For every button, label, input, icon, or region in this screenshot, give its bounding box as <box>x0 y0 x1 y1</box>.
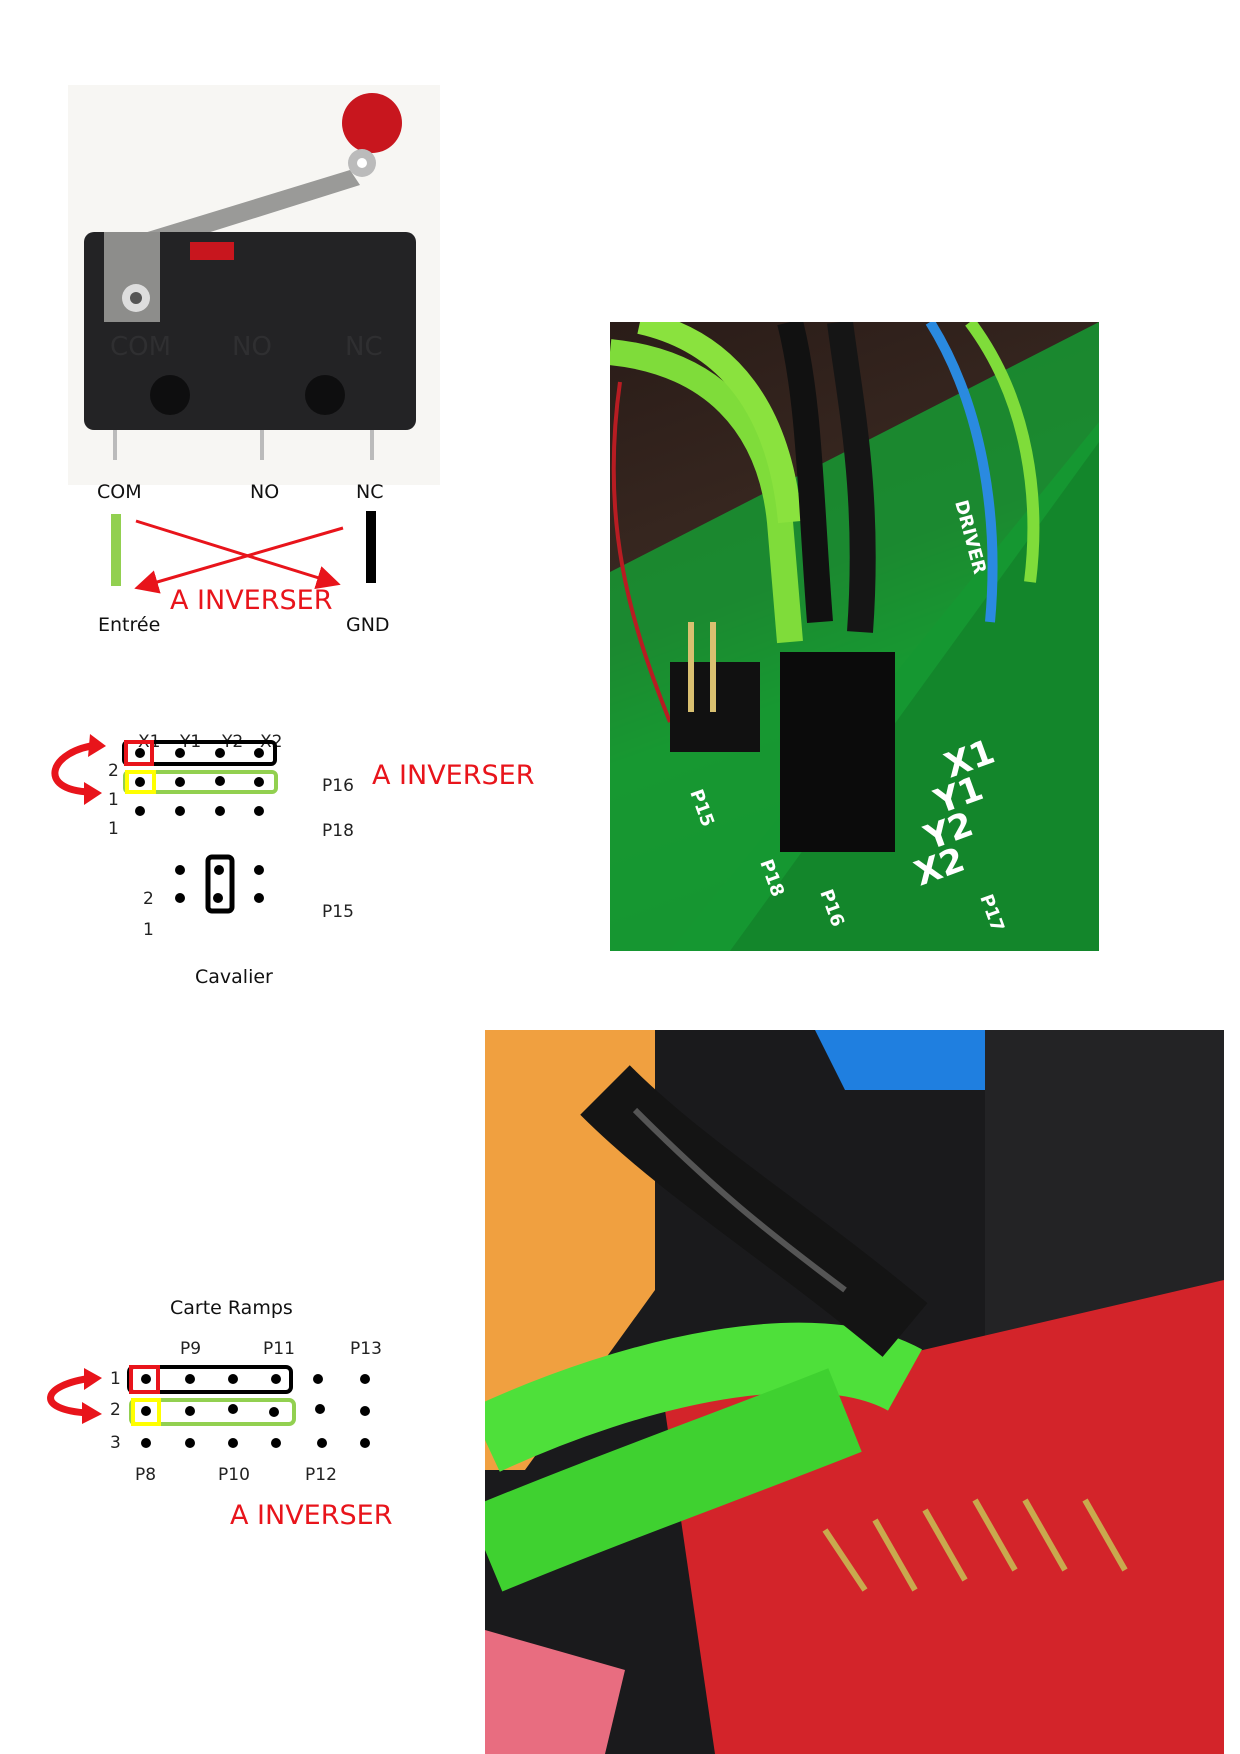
ramps-title: Carte Ramps <box>170 1297 293 1319</box>
pin-label-no: NO <box>250 481 280 503</box>
svg-text:COM: COM <box>110 332 171 362</box>
bottom-label-p10: P10 <box>218 1465 250 1485</box>
gnd-label: GND <box>346 614 390 636</box>
row-label: 1 <box>110 1369 121 1389</box>
swap-note: A INVERSER <box>170 585 333 616</box>
svg-text:NO: NO <box>232 332 272 362</box>
header-label-p16: P16 <box>322 776 354 796</box>
entree-label: Entrée <box>98 614 161 636</box>
bottom-label-p12: P12 <box>305 1465 337 1485</box>
row-label: 2 <box>108 761 119 781</box>
bottom-label-p8: P8 <box>135 1465 157 1485</box>
top-label-p11: P11 <box>263 1339 295 1359</box>
col-label-x2: X2 <box>260 732 283 752</box>
header-label-p18: P18 <box>322 821 354 841</box>
row-label: 1 <box>143 920 154 940</box>
header-label-p15: P15 <box>322 902 354 922</box>
gnd-wire <box>366 511 376 583</box>
top-label-p9: P9 <box>180 1339 202 1359</box>
ramps-connector-photo <box>485 1030 1224 1754</box>
swap-note-p16: A INVERSER <box>372 760 535 791</box>
col-label-y2: Y2 <box>222 732 244 752</box>
svg-text:NC: NC <box>345 332 383 362</box>
row-label: 3 <box>110 1433 121 1453</box>
col-label-y1: Y1 <box>180 732 202 752</box>
jumper-caption: Cavalier <box>195 966 273 988</box>
pin-label-com: COM <box>97 481 142 503</box>
swap-note-ramps: A INVERSER <box>230 1500 393 1531</box>
entree-wire <box>111 514 121 586</box>
top-label-p13: P13 <box>350 1339 382 1359</box>
row-label: 1 <box>108 819 119 839</box>
pin-label-nc: NC <box>356 481 384 503</box>
col-label-x1: X1 <box>138 732 161 752</box>
pcb-connector-photo: X1 Y1 Y2 X2 P15 P18 P16 P17 DRIVER <box>610 322 1099 951</box>
row-label: 2 <box>143 889 154 909</box>
row-label: 1 <box>108 790 119 810</box>
row-label: 2 <box>110 1400 121 1420</box>
